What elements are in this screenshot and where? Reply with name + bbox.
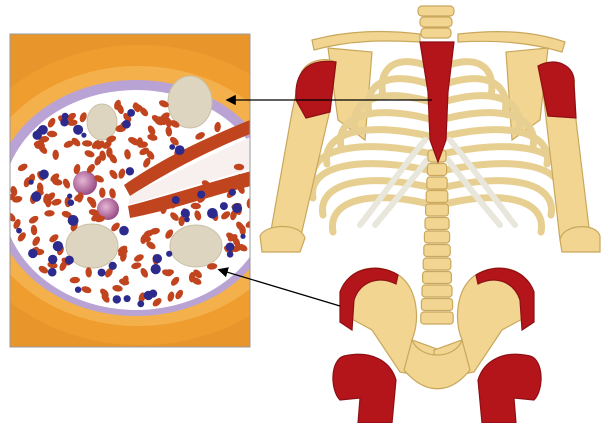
white-blood-cell <box>48 255 57 264</box>
vertebra <box>427 177 447 189</box>
red-blood-cell <box>106 147 112 157</box>
vertebra <box>422 285 452 297</box>
vertebra <box>424 231 449 243</box>
white-blood-cell <box>126 167 134 175</box>
white-blood-cell <box>122 120 131 129</box>
white-blood-cell <box>38 125 48 135</box>
white-blood-cell <box>166 251 172 257</box>
white-blood-cell <box>252 229 261 238</box>
white-blood-cell <box>81 133 86 138</box>
white-blood-cell <box>48 268 57 277</box>
vertebra <box>421 299 452 311</box>
white-blood-cell <box>124 295 131 302</box>
right-humerus-head-marrow <box>538 62 576 118</box>
cervical-spine <box>418 6 454 38</box>
sacrum <box>404 340 470 389</box>
vertebra <box>426 191 448 203</box>
white-blood-cell <box>229 189 236 196</box>
vertebra <box>427 164 446 176</box>
white-blood-cell <box>232 203 242 213</box>
right-elbow <box>560 227 600 252</box>
right-clavicle <box>458 32 565 52</box>
white-blood-cell <box>16 228 22 234</box>
spine <box>421 150 453 324</box>
white-blood-cell <box>53 241 63 251</box>
white-blood-cell <box>153 254 162 263</box>
white-blood-cell <box>169 144 175 150</box>
white-blood-cell <box>226 243 235 252</box>
right-femur-head-marrow <box>478 354 541 423</box>
megakaryocyte <box>73 171 97 195</box>
white-blood-cell <box>98 269 106 277</box>
vertebra <box>421 312 453 324</box>
vertebra <box>424 245 450 257</box>
white-blood-cell <box>240 234 245 239</box>
white-blood-cell <box>73 125 83 135</box>
red-blood-cell <box>254 190 261 201</box>
white-blood-cell <box>29 180 34 185</box>
white-blood-cell <box>227 251 234 258</box>
white-blood-cell <box>68 215 79 226</box>
white-blood-cell <box>67 194 72 199</box>
white-blood-cell <box>175 145 185 155</box>
white-blood-cell <box>151 264 161 274</box>
white-blood-cell <box>181 209 190 218</box>
white-blood-cell <box>28 249 37 258</box>
white-blood-cell <box>75 287 81 293</box>
white-blood-cell <box>68 199 75 206</box>
white-blood-cell <box>127 109 135 117</box>
vertebra <box>423 258 451 270</box>
white-blood-cell <box>31 192 41 202</box>
left-humerus-head-marrow <box>296 61 336 118</box>
marrow-inset <box>0 34 325 347</box>
vertebra <box>426 204 449 216</box>
white-blood-cell <box>207 208 218 219</box>
white-blood-cell <box>144 291 153 300</box>
white-blood-cell <box>109 262 117 270</box>
white-blood-cell <box>220 202 228 210</box>
vertebra <box>423 272 452 284</box>
white-blood-cell <box>113 295 121 303</box>
white-blood-cell <box>119 226 129 236</box>
left-elbow <box>260 227 305 253</box>
left-femur-head-marrow <box>333 354 396 423</box>
white-blood-cell <box>172 196 180 204</box>
white-blood-cell <box>137 301 144 308</box>
white-blood-cell <box>253 189 258 194</box>
white-blood-cell <box>62 113 69 120</box>
white-blood-cell <box>65 256 74 265</box>
left-clavicle <box>312 32 420 50</box>
white-blood-cell <box>197 191 205 199</box>
vertebra <box>425 218 449 230</box>
white-blood-cell <box>39 170 49 180</box>
red-blood-cell <box>251 182 263 194</box>
skeleton <box>260 6 600 423</box>
